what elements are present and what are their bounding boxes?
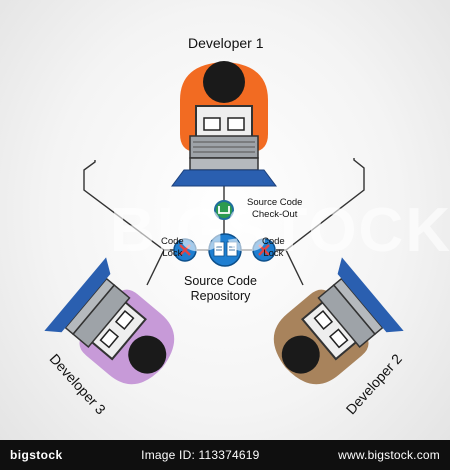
lock-left-label-line-2: Lock (162, 248, 183, 259)
developer-3-head (128, 335, 167, 374)
developer-3-screen (44, 257, 111, 333)
developer-1-head (203, 61, 245, 103)
line-lock-right-dev2 (285, 249, 304, 286)
checkout-icon (214, 200, 234, 220)
lock-right-label-line-1: Code (262, 236, 285, 247)
developer-1-figure (171, 61, 277, 187)
checkout-label: Source Code Check-Out (247, 197, 302, 221)
lock-right-icon (252, 238, 276, 262)
line-lock-right-dev1 (276, 158, 365, 251)
repository-label: Source Code Repository (184, 274, 257, 304)
developer-2-head (281, 335, 320, 374)
lock-right-label: Code Lock (262, 236, 285, 260)
lock-right-label-line-2: Lock (263, 248, 284, 259)
developer-2-figure (273, 257, 404, 385)
developer-1-hand-left (203, 117, 221, 131)
developer-2-screen (337, 257, 404, 333)
lock-left-icon (173, 238, 197, 262)
repository-label-line-2: Repository (190, 289, 251, 303)
developer-1-hand-right (227, 117, 245, 131)
footer-site: www.bigstock.com (338, 448, 440, 462)
repository-label-line-1: Source Code (184, 274, 257, 288)
repository-icon (208, 233, 242, 267)
footer-brand: bigstock (10, 448, 63, 462)
lock-left-label: Code Lock (161, 236, 184, 260)
developer-1-laptop-base (189, 157, 259, 171)
footer-bar: bigstock Image ID: 113374619 www.bigstoc… (0, 440, 450, 470)
checkout-label-line-2: Check-Out (252, 209, 298, 220)
developer-1-label: Developer 1 (188, 35, 264, 51)
line-lock-left-dev1 (83, 160, 174, 251)
connector-lines (83, 158, 365, 286)
line-lock-left-dev3 (146, 249, 165, 286)
checkout-label-line-1: Source Code (247, 197, 303, 208)
lock-left-label-line-1: Code (161, 236, 184, 247)
footer-image-id: Image ID: 113374619 (141, 448, 260, 462)
developer-1-screen (171, 169, 277, 187)
developer-3-figure (44, 257, 175, 385)
